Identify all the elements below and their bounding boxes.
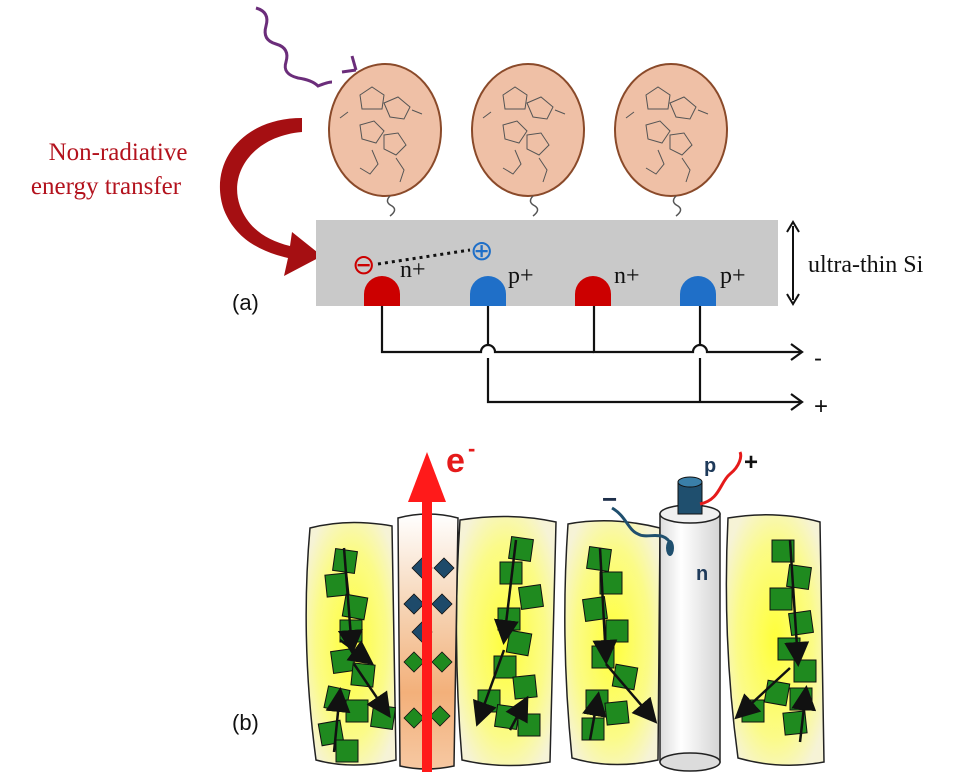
molecule-2	[471, 63, 585, 217]
p-label: p	[704, 455, 716, 477]
molecule-1	[328, 63, 442, 217]
electron-label: e	[446, 442, 465, 480]
p-wire	[699, 451, 743, 506]
energy-transfer-arrow	[219, 118, 322, 276]
exciton-dotted-line	[377, 248, 471, 266]
panel-b: e -	[232, 436, 825, 772]
transfer-label-line1: Non-radiative	[49, 139, 188, 166]
panel-b-label: (b)	[232, 710, 259, 735]
terminal-minus: -	[814, 345, 822, 372]
electron-arrow	[408, 452, 446, 772]
contact-p-1	[470, 276, 506, 306]
contact-label-4: p+	[720, 263, 746, 289]
molecule-3	[614, 63, 728, 217]
hole-symbol: ⊕	[470, 235, 493, 266]
contact-n-1	[364, 276, 400, 306]
terminal-plus: +	[814, 393, 828, 420]
n-contact-dot	[666, 540, 674, 556]
n-label: n	[696, 563, 708, 585]
si-label: ultra-thin Si	[808, 252, 924, 278]
contact-n-2	[575, 276, 611, 306]
migration-arrows	[325, 539, 817, 753]
wiring	[380, 306, 804, 411]
cell-3	[564, 520, 661, 766]
n-wire	[611, 506, 674, 552]
thickness-arrow	[786, 220, 800, 306]
transfer-label-line2: energy transfer	[31, 173, 182, 200]
contact-label-1: n+	[400, 257, 426, 283]
panel-a-label: (a)	[232, 290, 259, 315]
minus-label: −	[602, 484, 617, 514]
nanowire	[659, 476, 721, 772]
electron-symbol: ⊖	[352, 249, 375, 280]
contact-p-2	[680, 276, 716, 306]
contact-label-3: n+	[614, 263, 640, 289]
panel-a: Non-radiative energy transfer ultra-thin…	[31, 6, 924, 420]
photon-arrow	[255, 6, 358, 88]
electron-superscript: -	[468, 436, 475, 461]
contact-label-2: p+	[508, 263, 534, 289]
plus-label: +	[744, 449, 758, 476]
